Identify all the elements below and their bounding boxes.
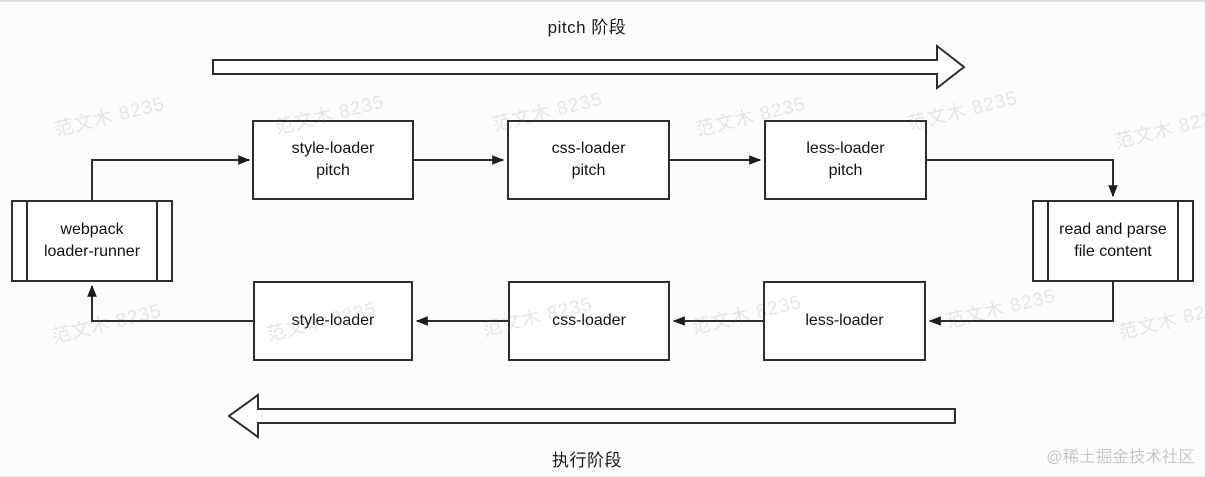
node-label: webpack <box>60 221 124 239</box>
node-style-loader: style-loader <box>253 281 413 361</box>
node-label: read and parse <box>1059 221 1167 239</box>
node-label: pitch <box>828 162 863 179</box>
subroutine-line <box>1047 202 1049 280</box>
node-less-loader-pitch: less-loader pitch <box>764 120 927 200</box>
subroutine-line <box>156 202 158 280</box>
node-label: style-loader <box>291 140 375 158</box>
node-label: pitch <box>571 162 606 179</box>
exec-phase-arrow <box>227 393 956 439</box>
node-label: css-loader <box>552 312 626 330</box>
pitch-phase-label: pitch 阶段 <box>547 18 627 37</box>
exec-phase-label: 执行阶段 <box>552 451 622 470</box>
node-style-loader-pitch: style-loader pitch <box>252 120 414 200</box>
node-label: css-loader <box>551 140 626 158</box>
pitch-phase-arrow <box>212 43 966 91</box>
edge-webpack-to-style-pitch <box>91 155 251 200</box>
node-css-loader-pitch: css-loader pitch <box>507 120 670 200</box>
subroutine-line <box>26 202 28 280</box>
edge-style-exec-to-webpack <box>87 284 253 322</box>
node-label: less-loader <box>806 140 885 158</box>
credit-watermark: @稀土掘金技术社区 <box>1046 449 1195 466</box>
node-less-loader: less-loader <box>763 281 926 361</box>
node-webpack-loader-runner: webpack loader-runner <box>11 200 173 282</box>
node-label: file content <box>1074 243 1152 260</box>
node-css-loader: css-loader <box>508 281 670 361</box>
node-label: pitch <box>316 162 350 179</box>
node-read-parse-file-content: read and parse file content <box>1032 200 1194 282</box>
edge-read-parse-to-less-exec <box>928 282 1114 326</box>
subroutine-line <box>1177 202 1179 280</box>
edge-less-pitch-to-read-parse <box>927 159 1118 198</box>
node-label: style-loader <box>291 312 375 330</box>
node-label: less-loader <box>805 312 884 330</box>
node-label: loader-runner <box>43 243 141 260</box>
